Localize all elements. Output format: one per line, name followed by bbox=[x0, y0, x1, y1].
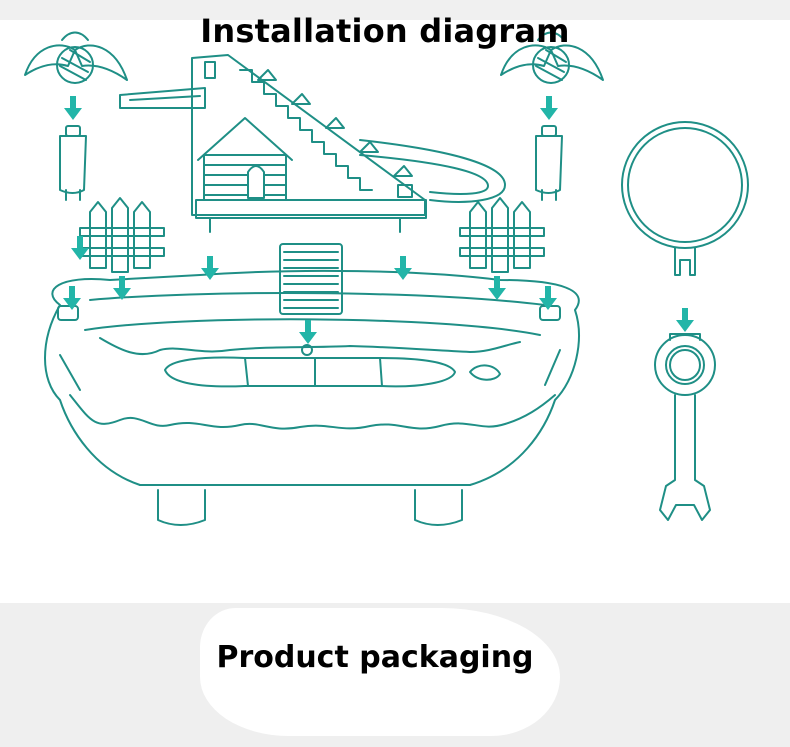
palm-trunk-left-icon bbox=[60, 126, 86, 200]
handle-icon bbox=[655, 334, 715, 520]
fence-left-icon bbox=[80, 198, 164, 272]
ladder-icon bbox=[280, 244, 342, 314]
palm-trunk-right-icon bbox=[536, 126, 562, 200]
ring-icon bbox=[622, 122, 748, 275]
fence-right-icon bbox=[460, 198, 544, 272]
slide-track-icon bbox=[120, 88, 505, 202]
page-title: Installation diagram bbox=[0, 12, 770, 50]
installation-diagram bbox=[0, 0, 790, 600]
arrow-down-icon bbox=[63, 96, 694, 344]
section-title: Product packaging bbox=[0, 640, 750, 675]
